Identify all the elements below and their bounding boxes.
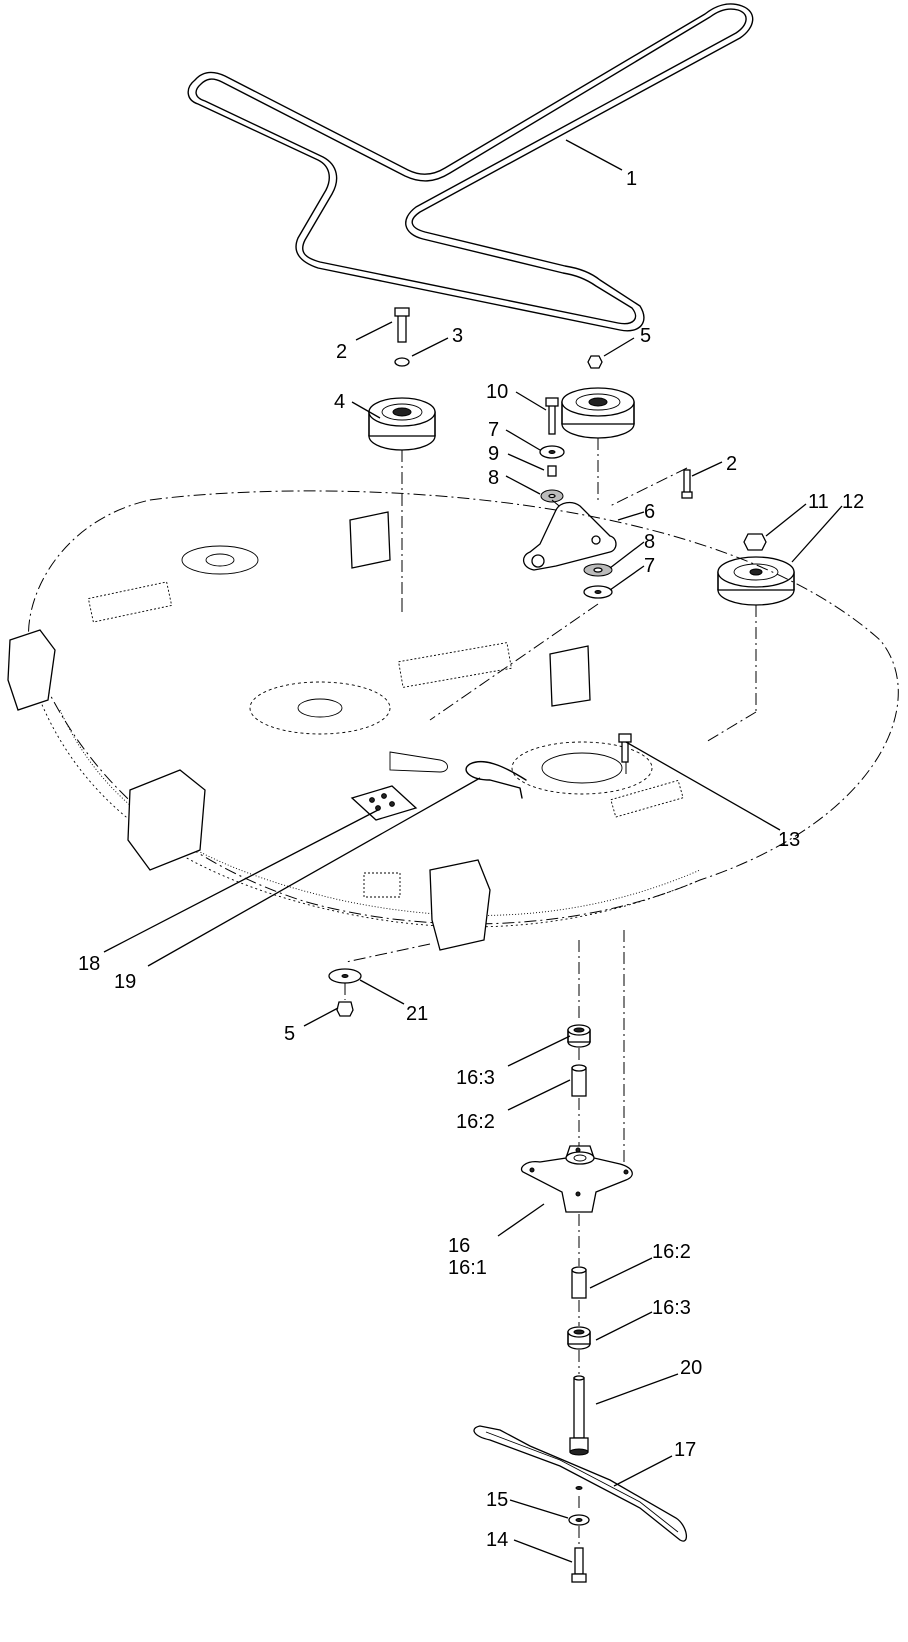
callout-14: 14: [486, 1529, 508, 1551]
callout-2-right: 2: [726, 453, 737, 475]
callout-2: 2: [336, 341, 347, 363]
spindle-assembly: [473, 930, 687, 1583]
callout-16-3-lower: 16:3: [652, 1297, 691, 1319]
callout-11: 11: [808, 491, 829, 513]
leader-lines: [103, 139, 843, 1563]
callout-16-2-upper: 16:2: [456, 1111, 495, 1133]
callout-18: 18: [78, 953, 100, 975]
washer-and-nut-lower: [328, 943, 431, 1017]
callout-15: 15: [486, 1489, 508, 1511]
callout-labels: 1 2 3 4 5 10 7 9 8 6 2 8 7 11 12 13 18 1…: [78, 168, 864, 1551]
callout-8-lower: 8: [644, 531, 655, 553]
callout-12: 12: [842, 491, 864, 513]
callout-3: 3: [452, 325, 463, 347]
callout-13: 13: [778, 829, 800, 851]
callout-6: 6: [644, 501, 655, 523]
callout-16-2-lower: 16:2: [652, 1241, 691, 1263]
callout-4: 4: [334, 391, 345, 413]
callout-10: 10: [486, 381, 508, 403]
mower-deck: [7, 490, 899, 951]
callout-9: 9: [488, 443, 499, 465]
callout-16-3-upper: 16:3: [456, 1067, 495, 1089]
callout-16-1: 16:1: [448, 1257, 487, 1279]
spindle-pulley: [705, 533, 795, 743]
callout-5: 5: [640, 325, 651, 347]
idler-pulley-right: [523, 355, 693, 599]
callout-7-lower: 7: [644, 555, 655, 577]
callout-8: 8: [488, 467, 499, 489]
callout-1: 1: [626, 168, 637, 190]
callout-16: 16: [448, 1235, 470, 1257]
callout-20: 20: [680, 1357, 702, 1379]
callout-19: 19: [114, 971, 136, 993]
callout-21: 21: [406, 1003, 428, 1025]
callout-17: 17: [674, 1439, 696, 1461]
callout-7: 7: [488, 419, 499, 441]
belt: [187, 3, 754, 332]
callout-5-lower: 5: [284, 1023, 295, 1045]
